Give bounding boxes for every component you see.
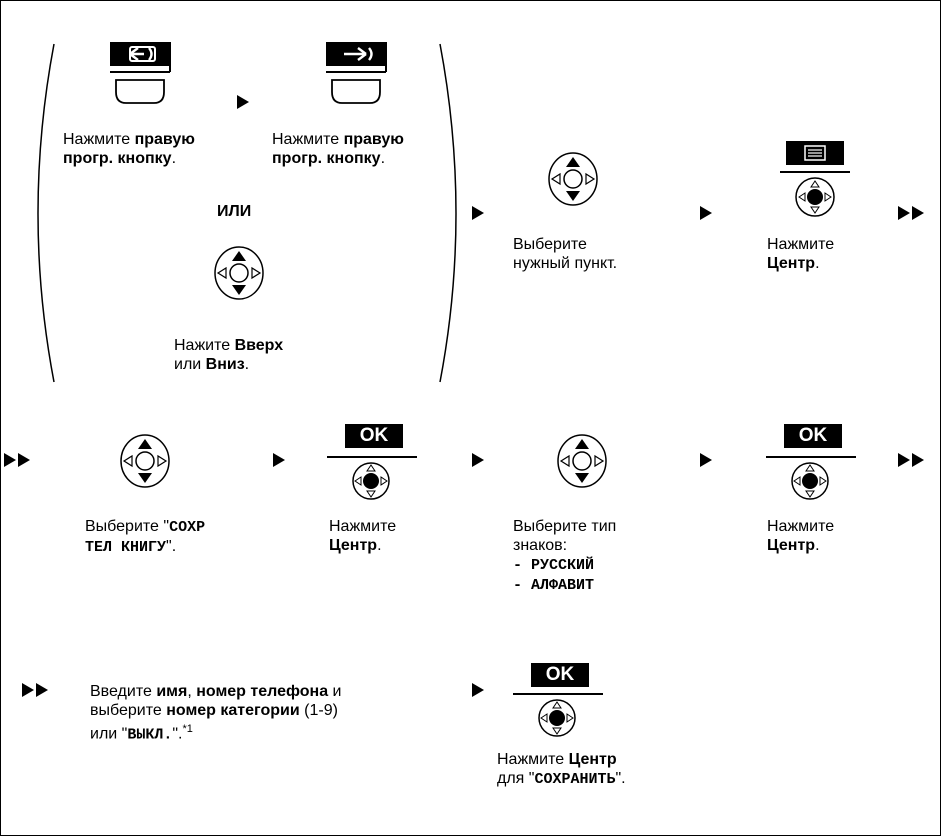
navigator-icon <box>548 152 598 206</box>
arrow-right-6 <box>700 453 712 467</box>
left-bracket <box>37 43 55 383</box>
double-arrow-1 <box>898 206 928 220</box>
navigator-icon <box>214 246 264 300</box>
ok-softkey-icon: OK <box>531 663 589 687</box>
step6-text: Выберите тип знаков: - РУССКИЙ - АЛФАВИТ <box>513 518 617 594</box>
or-label: ИЛИ <box>217 203 252 220</box>
divider <box>327 456 417 458</box>
step9-text: Нажмите Центр для "СОХРАНИТЬ". <box>497 751 626 788</box>
step4-text: Выберите "СОХР ТЕЛ КНИГУ". <box>85 518 206 556</box>
arrow-right-5 <box>472 453 484 467</box>
step1b-text: Нажмите правую прогр. кнопку. <box>272 131 404 167</box>
step1c-text: Нажите Вверх или Вниз. <box>174 337 284 373</box>
double-arrow-4 <box>22 683 52 697</box>
arrow-right-1 <box>237 95 249 109</box>
center-button-icon <box>538 699 576 737</box>
right-arrow-softkey-icon <box>326 42 387 104</box>
step8-text: Введите имя, номер телефона и выберите н… <box>90 683 342 744</box>
arrow-right-2 <box>472 206 484 220</box>
center-button-icon <box>352 462 390 500</box>
menu-icon <box>780 141 850 217</box>
right-bracket <box>439 43 457 383</box>
arrow-right-4 <box>273 453 285 467</box>
arrow-right-3 <box>700 206 712 220</box>
arrow-right-7 <box>472 683 484 697</box>
double-arrow-3 <box>898 453 928 467</box>
step1a-text: Нажмите правую прогр. кнопку. <box>63 131 195 167</box>
navigator-icon <box>120 434 170 488</box>
center-button-icon <box>791 462 829 500</box>
navigator-icon <box>557 434 607 488</box>
double-arrow-2 <box>4 453 34 467</box>
left-arrow-softkey-icon <box>110 42 171 104</box>
bracket-group <box>37 43 457 383</box>
divider <box>766 456 856 458</box>
ok-softkey-icon: OK <box>345 424 403 448</box>
divider <box>513 693 603 695</box>
ok-softkey-icon: OK <box>784 424 842 448</box>
